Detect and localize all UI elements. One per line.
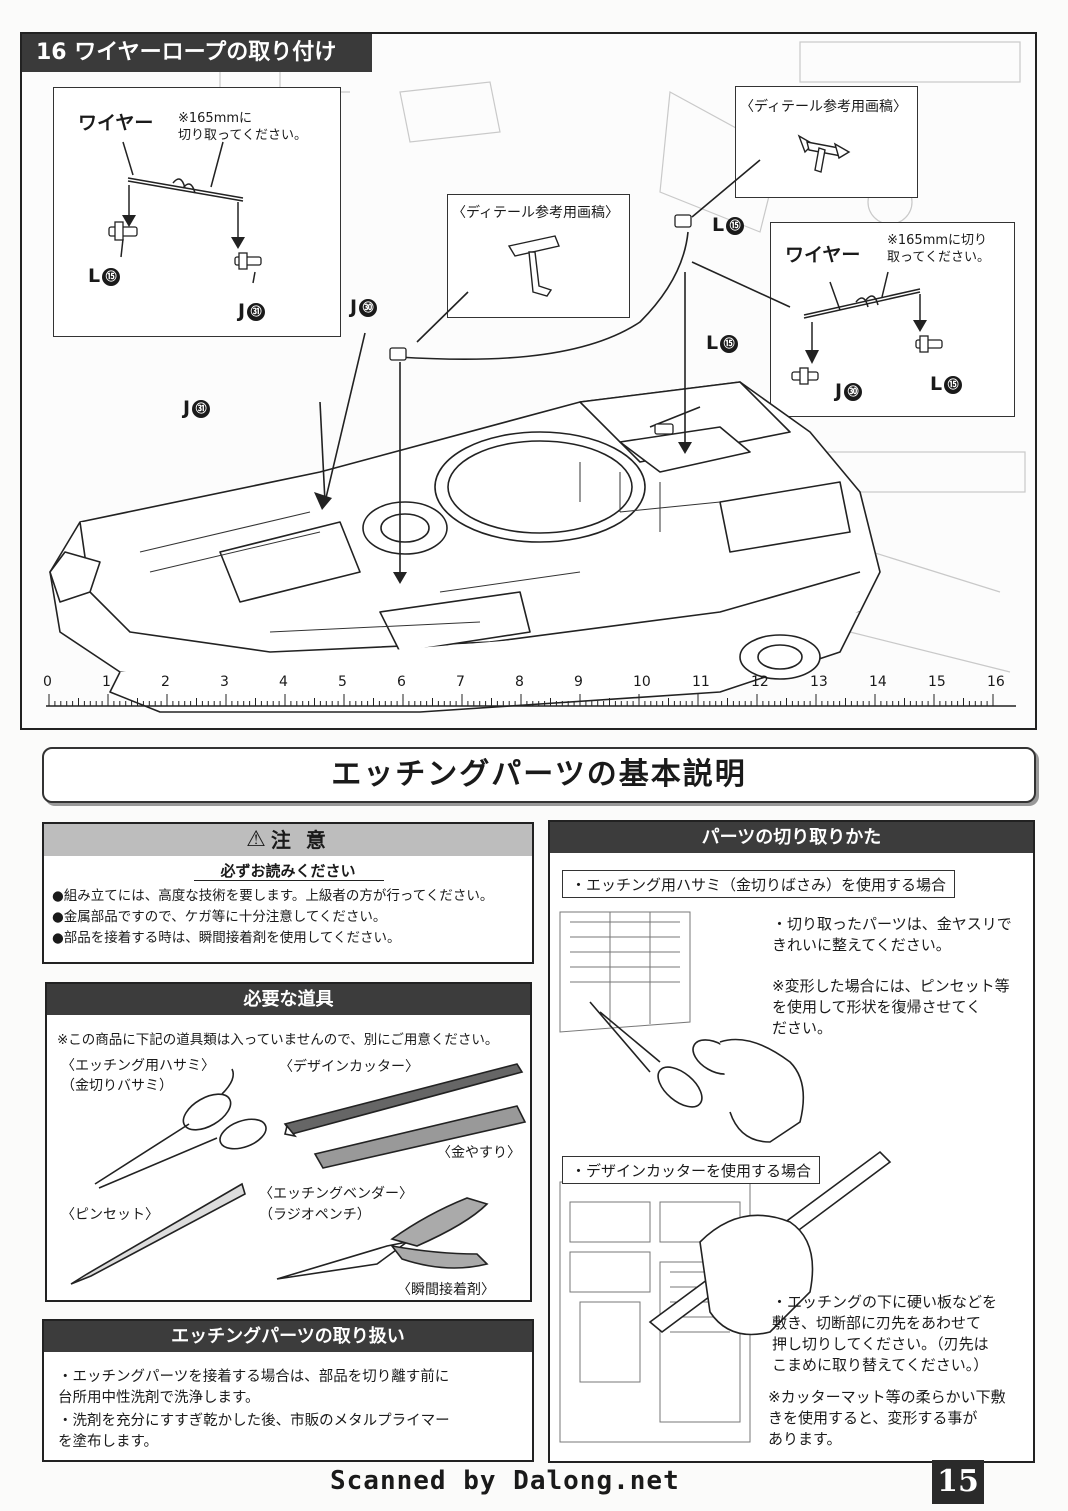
ruler-label: 12: [751, 674, 769, 690]
left-wire-label: ワイヤー: [78, 112, 154, 134]
step-title: 16 ワイヤーロープの取り付け: [22, 34, 372, 72]
ruler-label: 11: [692, 674, 710, 690]
detail-reference-box-1: [447, 194, 630, 318]
scan-credit: Scanned by Dalong.net: [330, 1466, 680, 1496]
glue-label: 〈瞬間接着剤〉: [397, 1282, 495, 1298]
ruler-label: 10: [633, 674, 651, 690]
cutter-label: 〈デザインカッター〉: [279, 1059, 419, 1075]
caution-subheading: 必ずお読みください: [220, 862, 356, 880]
ruler-label: 16: [987, 674, 1005, 690]
main-title-banner: エッチングパーツの基本説明: [42, 747, 1036, 803]
handling-item-1: ・エッチングパーツを接着する場合は、部品を切り離す前に 台所用中性洗剤で洗浄しま…: [58, 1369, 450, 1406]
caution-item-3: ●部品を接着する時は、瞬間接着剤を使用してください。: [52, 930, 401, 946]
ruler-label: 4: [279, 674, 288, 690]
case-scissors-note-1: ・切り取ったパーツは、金ヤスリで きれいに整えてください。: [772, 915, 1012, 954]
ruler-label: 7: [456, 674, 465, 690]
case-cutter-caption: ・デザインカッターを使用する場合: [562, 1156, 821, 1184]
ruler-label: 0: [43, 674, 52, 690]
cutting-illustration: [559, 911, 892, 1443]
caution-heading: 注 意: [270, 828, 330, 852]
case-cutter-note-2: ※カッターマット等の柔らかい下敷 きを使用すると、変形する事が あります。: [768, 1388, 1006, 1448]
ruler-label: 14: [869, 674, 887, 690]
detail-reference-box-2: [735, 86, 918, 198]
caution-item-2: ●金属部品ですので、ケガ等に十分注意してください。: [52, 909, 387, 925]
page-number: 15: [932, 1460, 984, 1504]
tank-hull-drawing: [49, 159, 881, 713]
file-label: 〈金やすり〉: [437, 1145, 521, 1161]
caution-section: ⚠ 注 意 必ずお読みください ●組み立てには、高度な技術を要します。上級者の方…: [42, 822, 534, 964]
detail-reference-label-2: 〈ディテール参考用画稿〉: [740, 99, 908, 115]
handling-heading: エッチングパーツの取り扱い: [44, 1321, 532, 1352]
left-wire-detail-box: [53, 87, 341, 337]
ruler-label: 6: [397, 674, 406, 690]
ruler-label: 8: [515, 674, 524, 690]
right-wire-drawing: [791, 271, 943, 385]
ruler-label: 5: [338, 674, 347, 690]
cutting-section: パーツの切り取りかた ・エッチング用ハサミ（金切りばさみ）を使用する場合 ・切り…: [548, 820, 1035, 1463]
caution-item-1: ●組み立てには、高度な技術を要します。上級者の方が行ってください。: [52, 888, 494, 904]
tools-illustration: [70, 1063, 527, 1285]
ruler-ticks: [46, 694, 1016, 707]
detail-reference-drawing-2: [797, 134, 851, 173]
caution-header: ⚠ 注 意: [44, 824, 532, 856]
bender-label: 〈エッチングベンダー〉 （ラジオペンチ）: [259, 1186, 413, 1223]
detail-reference-drawing-1: [507, 235, 560, 297]
detail-reference-label-1: 〈ディテール参考用画稿〉: [452, 205, 620, 221]
hand-scissors-icon: [589, 1001, 661, 1073]
case-scissors-note-2: ※変形した場合には、ピンセット等 を使用して形状を復帰させてく ださい。: [772, 977, 1010, 1037]
scissors-icon: [182, 1093, 232, 1131]
tweezers-label: 〈ピンセット〉: [61, 1207, 159, 1223]
pliers-icon: [276, 1241, 408, 1280]
ruler-label: 13: [810, 674, 828, 690]
file-icon: [313, 1105, 527, 1169]
ruler-label: 3: [220, 674, 229, 690]
handling-item-2: ・洗剤を充分にすすぎ乾かした後、市販のメタルプライマー を塗布します。: [58, 1413, 450, 1450]
right-wire-detail-box: [770, 222, 1015, 417]
scissors-label: 〈エッチング用ハサミ〉 （金切りバサミ）: [61, 1058, 215, 1094]
tools-note: ※この商品に下記の道具類は入っていませんので、別にご用意ください。: [57, 1032, 499, 1048]
main-title: エッチングパーツの基本説明: [331, 757, 747, 792]
left-wire-drawing: [108, 141, 262, 284]
case-scissors-caption: ・エッチング用ハサミ（金切りばさみ）を使用する場合: [562, 870, 956, 898]
handling-section: エッチングパーツの取り扱い ・エッチングパーツを接着する場合は、部品を切り離す前…: [42, 1319, 534, 1462]
warning-triangle-icon: ⚠: [246, 827, 266, 852]
ruler-label: 2: [161, 674, 170, 690]
right-wire-label: ワイヤー: [785, 244, 861, 266]
cutting-heading: パーツの切り取りかた: [550, 822, 1033, 853]
ruler-label: 9: [574, 674, 583, 690]
left-wire-note: ※165mmに 切り取ってください。: [178, 111, 307, 143]
right-wire-note: ※165mmに切り 取ってください。: [887, 233, 990, 265]
tools-section: 必要な道具 ※この商品に下記の道具類は入っていませんので、別にご用意ください。 …: [45, 982, 532, 1302]
ruler-label: 15: [928, 674, 946, 690]
tweezers-icon: [70, 1182, 246, 1285]
ruler-label: 1: [102, 674, 111, 690]
tools-heading: 必要な道具: [47, 984, 530, 1015]
caution-underline: [194, 880, 384, 881]
case-cutter-note-1: ・エッチングの下に硬い板などを 敷き、切断部に刃先をあわせて 押し切りしてくださ…: [772, 1293, 998, 1374]
